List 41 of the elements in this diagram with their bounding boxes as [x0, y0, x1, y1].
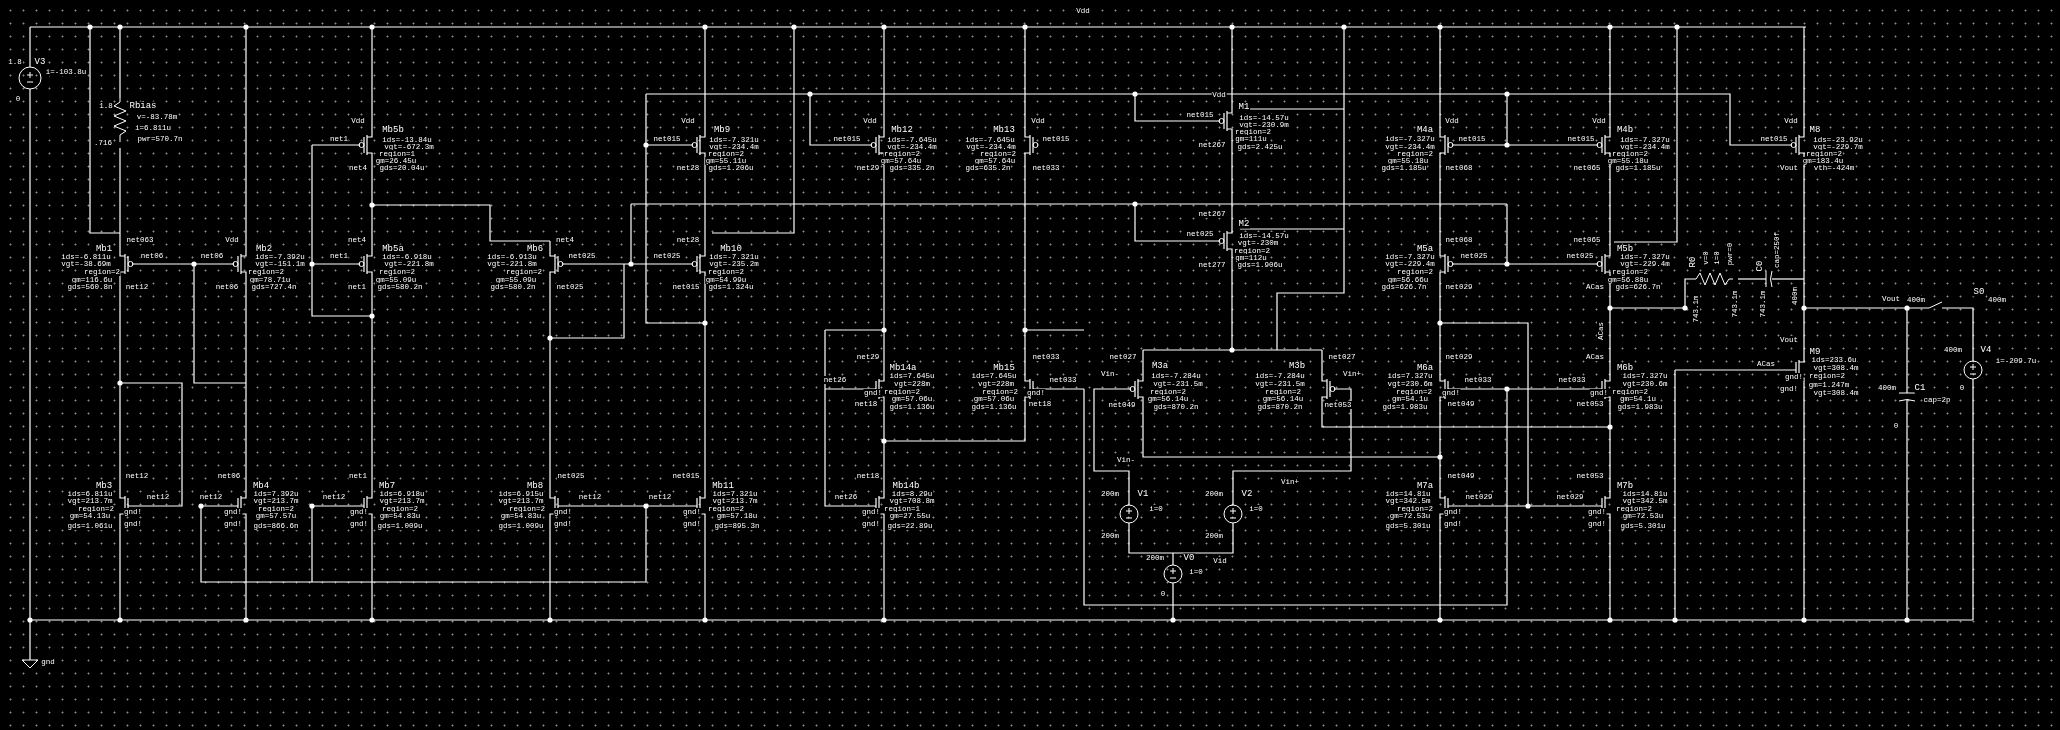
component-name: Mb2: [255, 244, 273, 254]
component-name: V2: [1241, 489, 1253, 499]
component-name: Mb8: [526, 481, 544, 491]
component-name: M7a: [1416, 481, 1434, 491]
component-name: M2: [1238, 219, 1250, 229]
component-name: Mb15: [992, 363, 1016, 373]
component-name: Mb13: [992, 125, 1016, 135]
component-name: Mb3: [95, 481, 113, 491]
component-name: M3b: [1288, 361, 1306, 371]
component-name: Mb4: [252, 481, 270, 491]
component-name: M7b: [1616, 481, 1634, 491]
component-name: Mb5a: [381, 244, 405, 254]
component-name: Mb5b: [381, 125, 405, 135]
component-name: M4a: [1416, 125, 1434, 135]
component-name: Mb14b: [892, 481, 920, 491]
component-name: Mb14a: [889, 363, 917, 373]
component-name: C1: [1914, 383, 1926, 393]
component-name: M6b: [1616, 363, 1634, 373]
component-name: Mb9: [713, 125, 731, 135]
component-name: M5b: [1616, 244, 1634, 254]
component-name: M3a: [1151, 361, 1169, 371]
component-name: M6a: [1416, 363, 1434, 373]
component-name: V4: [1980, 345, 1992, 355]
component-name: S0: [1973, 287, 1985, 297]
component-name: Mb11: [711, 481, 735, 491]
component-name: Mb10: [719, 244, 743, 254]
component-name: M9: [1809, 347, 1821, 357]
component-name: M1: [1238, 102, 1250, 112]
component-name: M8: [1809, 125, 1821, 135]
component-name: M5a: [1416, 244, 1434, 254]
component-name: Mb6: [526, 244, 544, 254]
component-name: Rbias: [129, 101, 157, 111]
component-name: V1: [1137, 489, 1149, 499]
component-name: M4b: [1616, 125, 1634, 135]
component-name: C0: [1755, 260, 1765, 272]
component-name: Mb12: [890, 125, 914, 135]
component-name: V3: [34, 57, 46, 67]
component-name: Mb7: [378, 481, 396, 491]
component-name: R0: [1688, 256, 1698, 268]
component-name: Mb1: [95, 244, 113, 254]
component-name: V0: [1183, 553, 1195, 563]
